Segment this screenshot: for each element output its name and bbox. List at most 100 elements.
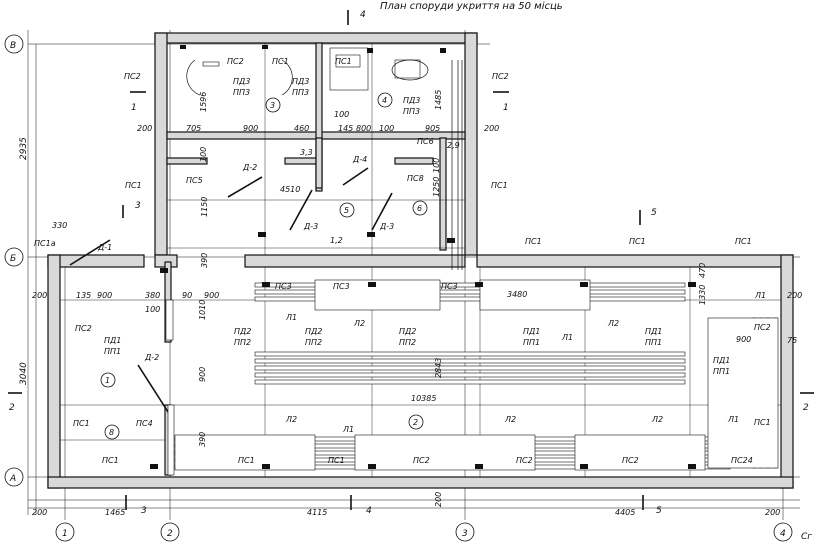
svg-text:Д-2: Д-2 (144, 353, 159, 362)
svg-text:1: 1 (105, 376, 110, 385)
svg-text:390: 390 (200, 253, 209, 268)
svg-text:ПП3: ПП3 (233, 88, 250, 97)
svg-text:ПД3: ПД3 (403, 96, 420, 105)
svg-text:ПД1: ПД1 (713, 356, 730, 365)
svg-text:4: 4 (382, 96, 387, 105)
svg-text:ПС1: ПС1 (238, 456, 255, 465)
axis-marker-2: 2 (160, 522, 180, 542)
svg-text:ПС1: ПС1 (125, 181, 142, 190)
room-numbers: 3 4 5 6 1 8 2 (100, 92, 428, 440)
svg-text:ПС2: ПС2 (622, 456, 639, 465)
svg-text:ПС1: ПС1 (272, 57, 289, 66)
svg-text:ПС2: ПС2 (492, 72, 509, 81)
svg-text:135: 135 (76, 291, 91, 300)
svg-text:ПП1: ПП1 (523, 338, 540, 347)
svg-text:100: 100 (432, 158, 441, 173)
svg-text:2: 2 (803, 403, 809, 413)
svg-text:200: 200 (484, 124, 499, 133)
svg-text:2,9: 2,9 (447, 141, 460, 150)
svg-text:ПС5: ПС5 (186, 176, 203, 185)
svg-text:Л2: Л2 (651, 415, 663, 424)
svg-text:800: 800 (356, 124, 371, 133)
benches (174, 279, 779, 471)
svg-text:ПП2: ПП2 (305, 338, 322, 347)
svg-text:ПП3: ПП3 (403, 107, 420, 116)
svg-text:390: 390 (198, 432, 207, 447)
svg-text:ПС1: ПС1 (735, 237, 752, 246)
svg-text:1465: 1465 (105, 508, 125, 517)
svg-text:380: 380 (145, 291, 160, 300)
svg-text:ПД3: ПД3 (292, 77, 309, 86)
svg-text:900: 900 (204, 291, 219, 300)
svg-text:1150: 1150 (200, 197, 209, 217)
svg-text:3480: 3480 (507, 290, 527, 299)
svg-text:4: 4 (366, 506, 372, 516)
svg-text:Д-4: Д-4 (352, 155, 367, 164)
svg-text:Л1: Л1 (342, 425, 354, 434)
svg-text:ПС2: ПС2 (754, 323, 771, 332)
svg-text:ПС24: ПС24 (731, 456, 753, 465)
svg-text:200: 200 (32, 508, 47, 517)
axis-marker-b: Б (4, 247, 24, 267)
svg-text:ПД1: ПД1 (104, 336, 121, 345)
doors (69, 167, 393, 476)
svg-text:145: 145 (338, 124, 353, 133)
svg-text:ПД2: ПД2 (399, 327, 416, 336)
svg-text:5: 5 (656, 506, 662, 516)
svg-text:ПП2: ПП2 (399, 338, 416, 347)
svg-text:ПС1: ПС1 (328, 456, 345, 465)
svg-text:200: 200 (434, 492, 443, 507)
svg-text:ПД1: ПД1 (645, 327, 662, 336)
svg-text:3: 3 (462, 529, 468, 539)
svg-text:75: 75 (787, 336, 797, 345)
svg-text:ПП3: ПП3 (292, 88, 309, 97)
svg-text:2: 2 (413, 418, 418, 427)
svg-text:1330: 1330 (698, 285, 707, 305)
axis-marker-1: 1 (55, 522, 75, 542)
svg-text:ПС2: ПС2 (75, 324, 92, 333)
svg-text:470: 470 (698, 263, 707, 278)
svg-text:460: 460 (294, 124, 309, 133)
svg-text:905: 905 (425, 124, 440, 133)
svg-text:ПД1: ПД1 (523, 327, 540, 336)
svg-text:100: 100 (199, 147, 208, 162)
axis-marker-3: 3 (455, 522, 475, 542)
svg-text:3: 3 (270, 101, 275, 110)
section-marks: 4 1 1 3 5 2 2 3 4 5 (8, 10, 814, 516)
svg-text:200: 200 (765, 508, 780, 517)
svg-text:900: 900 (736, 335, 751, 344)
svg-text:3: 3 (141, 506, 147, 516)
svg-text:ПД3: ПД3 (233, 77, 250, 86)
svg-text:200: 200 (32, 291, 47, 300)
svg-text:90: 90 (182, 291, 192, 300)
svg-text:Л2: Л2 (504, 415, 516, 424)
axis-marker-4: 4 (773, 522, 793, 542)
svg-text:ПС1: ПС1 (102, 456, 119, 465)
svg-text:4405: 4405 (615, 508, 635, 517)
svg-text:900: 900 (198, 367, 207, 382)
svg-text:ПС2: ПС2 (227, 57, 244, 66)
svg-text:10385: 10385 (411, 394, 436, 403)
svg-text:ПС8: ПС8 (407, 174, 424, 183)
svg-text:ПС1: ПС1 (629, 237, 646, 246)
svg-text:Л1: Л1 (754, 291, 766, 300)
element-labels: ПС2 ПС2 ПС2 ПС1 ПС1 ПД3 ПП3 ПД3 ПП3 ПД3 … (34, 57, 771, 465)
svg-text:900: 900 (243, 124, 258, 133)
svg-text:1485: 1485 (434, 90, 443, 110)
svg-text:Д-3: Д-3 (379, 222, 394, 231)
svg-text:ПС3: ПС3 (333, 282, 350, 291)
svg-text:Л2: Л2 (285, 415, 297, 424)
svg-text:1596: 1596 (199, 92, 208, 112)
svg-text:8: 8 (109, 428, 114, 437)
svg-text:ПС4: ПС4 (136, 419, 153, 428)
svg-text:Л1: Л1 (561, 333, 573, 342)
svg-text:ПС2: ПС2 (516, 456, 533, 465)
svg-text:ПС1: ПС1 (73, 419, 90, 428)
svg-text:1010: 1010 (198, 300, 207, 320)
svg-text:100: 100 (145, 305, 160, 314)
svg-text:1: 1 (62, 529, 68, 539)
svg-text:1: 1 (131, 103, 137, 113)
svg-text:4510: 4510 (280, 185, 300, 194)
svg-text:Д-1: Д-1 (97, 243, 112, 252)
svg-text:900: 900 (97, 291, 112, 300)
